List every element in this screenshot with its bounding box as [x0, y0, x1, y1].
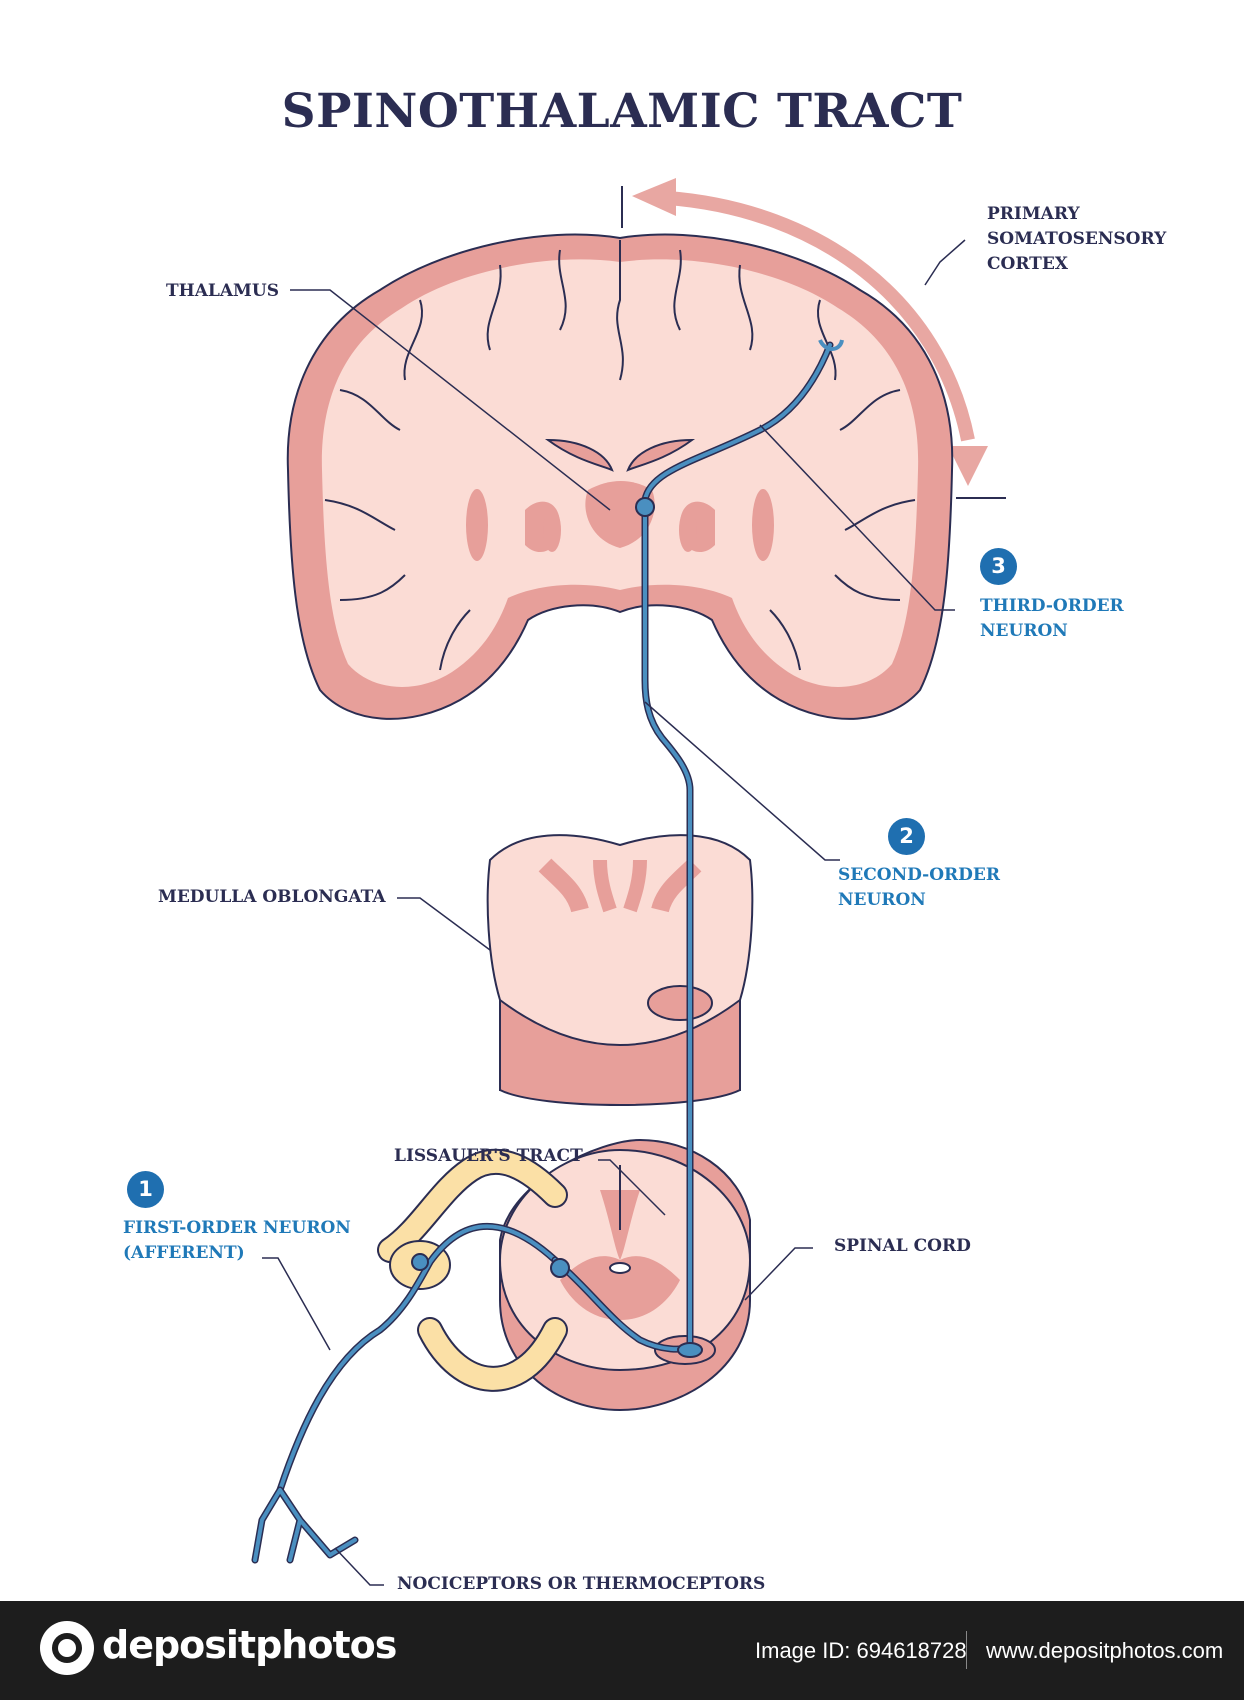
badge-second-order: 2 [888, 818, 925, 855]
leader-lines [262, 239, 966, 1586]
first-order-label: FIRST-ORDER NEURON (AFFERENT) [123, 1216, 351, 1266]
watermark-footer: depositphotos Image ID: 694618728 www.de… [0, 1601, 1244, 1700]
lissauer-label: LISSAUER'S TRACT [394, 1146, 583, 1166]
depositphotos-logo-inner [58, 1639, 76, 1657]
medulla-section [486, 834, 754, 1106]
primary-cortex-label-line2: SOMATOSENSORY [987, 229, 1167, 249]
third-order-label-line2: NEURON [980, 621, 1068, 641]
first-order-label-line1: FIRST-ORDER NEURON [123, 1218, 351, 1238]
spinal-cord-label: SPINAL CORD [834, 1236, 971, 1256]
image-id: Image ID: 694618728 [755, 1638, 967, 1663]
brain-section [286, 233, 954, 720]
primary-cortex-label-line1: PRIMARY [987, 204, 1080, 224]
synapse-markers [411, 339, 844, 1358]
thalamus-label: THALAMUS [166, 281, 279, 301]
neuron-pathway [251, 341, 834, 1564]
footer-separator [966, 1631, 967, 1669]
primary-cortex-label: PRIMARY SOMATOSENSORY CORTEX [987, 202, 1166, 277]
second-order-label-line2: NEURON [838, 890, 926, 910]
first-order-label-line2: (AFFERENT) [123, 1243, 245, 1263]
second-order-label: SECOND-ORDER NEURON [838, 863, 1000, 913]
badge-third-order: 3 [980, 548, 1017, 585]
site-url[interactable]: www.depositphotos.com [986, 1638, 1224, 1663]
medulla-label: MEDULLA OBLONGATA [158, 887, 386, 907]
badge-first-order: 1 [127, 1171, 164, 1208]
cortex-arrow [621, 178, 1006, 499]
receptors-label: NOCICEPTORS OR THERMOCEPTORS [397, 1574, 766, 1594]
dorsal-root-nerve [377, 1148, 568, 1392]
brand-name: depositphotos [102, 1623, 397, 1667]
primary-cortex-label-line3: CORTEX [987, 254, 1068, 274]
third-order-label-line1: THIRD-ORDER [980, 596, 1124, 616]
third-order-label: THIRD-ORDER NEURON [980, 594, 1124, 644]
diagram-title: SPINOTHALAMIC TRACT [281, 84, 963, 139]
second-order-label-line1: SECOND-ORDER [838, 865, 1000, 885]
